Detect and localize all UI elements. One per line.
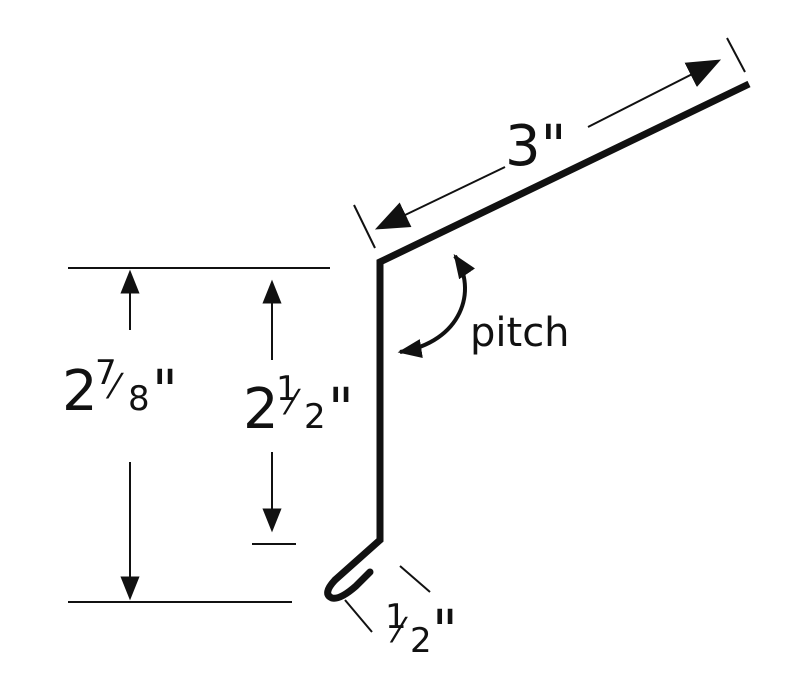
svg-text:": " (432, 599, 458, 664)
inner-height-label: 2 1 ⁄ 2 " (243, 369, 354, 442)
top-dim-extension-left (353, 204, 376, 249)
flashing-profile (332, 80, 751, 583)
hem-dim-extension-right (399, 565, 431, 593)
svg-text:8: 8 (128, 379, 150, 419)
hem-dim-extension-left (344, 599, 373, 633)
pitch-arrow (397, 254, 476, 359)
svg-text:2: 2 (243, 377, 279, 442)
hem-fold (324, 568, 374, 602)
svg-text:": " (152, 359, 178, 424)
svg-text:2: 2 (410, 621, 432, 661)
svg-text:2: 2 (62, 359, 98, 424)
top-length-label: 3" (505, 114, 566, 179)
hem-label: 1 ⁄ 2 " (385, 597, 458, 664)
top-dim-arrow-left (374, 166, 506, 230)
svg-text:": " (328, 377, 354, 442)
top-dim-arrow-right (587, 59, 722, 128)
outer-height-label: 2 7 ⁄ 8 " (62, 353, 178, 424)
svg-text:2: 2 (304, 397, 326, 437)
top-dim-extension-right (726, 37, 746, 73)
svg-text:7: 7 (95, 353, 117, 393)
svg-text:1: 1 (276, 369, 298, 409)
svg-text:1: 1 (385, 597, 407, 637)
pitch-label: pitch (470, 310, 570, 356)
